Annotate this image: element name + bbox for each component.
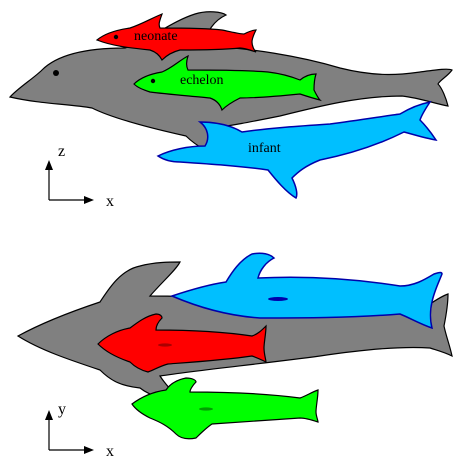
neonate-blowhole — [158, 343, 172, 346]
echelon-eye — [151, 79, 155, 83]
x-axis-label-side: x — [106, 193, 114, 210]
y-axis-arrowhead — [45, 410, 53, 420]
z-axis-arrowhead — [45, 160, 53, 170]
top-view: y x — [18, 253, 452, 460]
y-axis-label: y — [58, 401, 66, 418]
x-axis-arrowhead — [84, 196, 94, 204]
z-axis-label: z — [58, 143, 65, 160]
neonate-label: neonate — [134, 29, 178, 44]
side-view: infant neonate echelon z x — [10, 12, 452, 210]
x-axis-label-top: x — [106, 443, 114, 460]
top-axis-indicator: y x — [45, 401, 114, 460]
neonate-eye — [114, 35, 118, 39]
infant-blowhole — [268, 297, 288, 301]
echelon-blowhole — [199, 407, 213, 410]
x-axis-arrowhead-top — [84, 446, 94, 454]
side-axis-indicator: z x — [45, 143, 114, 210]
mother-eye — [53, 70, 59, 76]
echelon-label: echelon — [180, 73, 224, 88]
infant-label: infant — [248, 141, 281, 156]
